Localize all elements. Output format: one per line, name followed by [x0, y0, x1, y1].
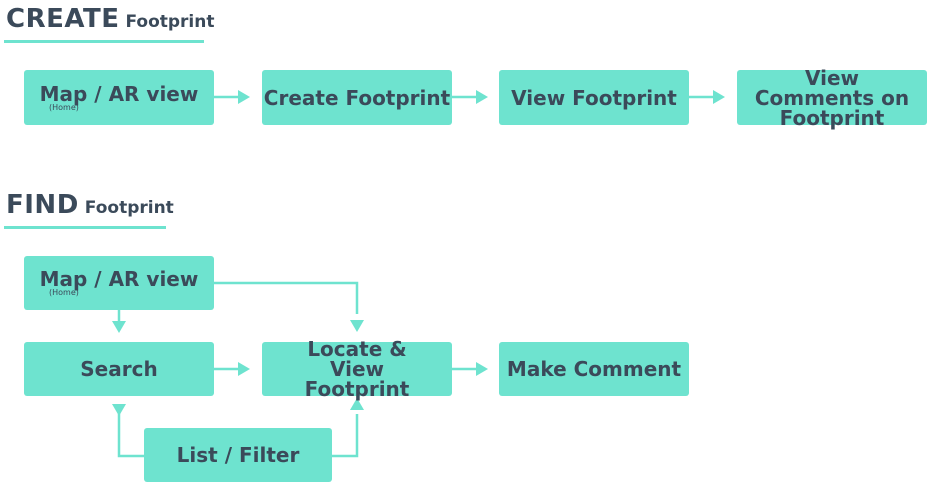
list-to-locate-link — [332, 414, 359, 458]
find-node-make-comment[interactable]: Make Comment — [499, 342, 689, 396]
node-label: Map / AR view — [39, 267, 199, 291]
create-subtitle: Footprint — [125, 12, 215, 32]
node-label: View Footprint — [511, 85, 677, 110]
arrowhead-icon — [112, 321, 126, 333]
node-sublabel: (Home) — [49, 288, 79, 297]
arrowhead-icon — [713, 90, 725, 104]
node-label: Map / AR view — [39, 81, 199, 106]
create-underline — [4, 40, 204, 43]
find-node-locate[interactable]: Locate & View Footprint — [262, 337, 452, 401]
create-node-view-footprint[interactable]: View Footprint — [499, 70, 689, 125]
find-subtitle: Footprint — [84, 198, 174, 218]
node-label: List / Filter — [176, 443, 300, 467]
node-label: Locate & View Footprint — [304, 337, 410, 401]
node-label: View Comments on Footprint — [754, 65, 910, 130]
node-label: Search — [80, 357, 158, 381]
find-node-list-filter[interactable]: List / Filter — [144, 428, 332, 482]
home-to-locate-link — [214, 281, 359, 314]
arrowhead-icon — [112, 404, 126, 416]
node-label: Make Comment — [506, 357, 682, 381]
arrowhead-icon — [238, 362, 250, 376]
arrowhead-icon — [238, 90, 250, 104]
find-title: FIND — [6, 190, 79, 220]
create-node-create-footprint[interactable]: Create Footprint — [262, 70, 452, 125]
node-sublabel: (Home) — [49, 102, 79, 112]
create-title: CREATE — [6, 4, 120, 34]
arrowhead-icon — [350, 398, 364, 410]
arrowhead-icon — [476, 362, 488, 376]
create-node-view-comments[interactable]: View Comments on Footprint — [737, 65, 927, 130]
arrowhead-icon — [476, 90, 488, 104]
search-to-list-link — [117, 410, 144, 458]
find-node-home[interactable]: Map / AR view (Home) — [24, 256, 214, 310]
arrowhead-icon — [350, 320, 364, 332]
create-node-home[interactable]: Map / AR view (Home) — [24, 70, 214, 125]
find-node-search[interactable]: Search — [24, 342, 214, 396]
find-underline — [4, 226, 166, 229]
node-label: Create Footprint — [263, 85, 451, 110]
